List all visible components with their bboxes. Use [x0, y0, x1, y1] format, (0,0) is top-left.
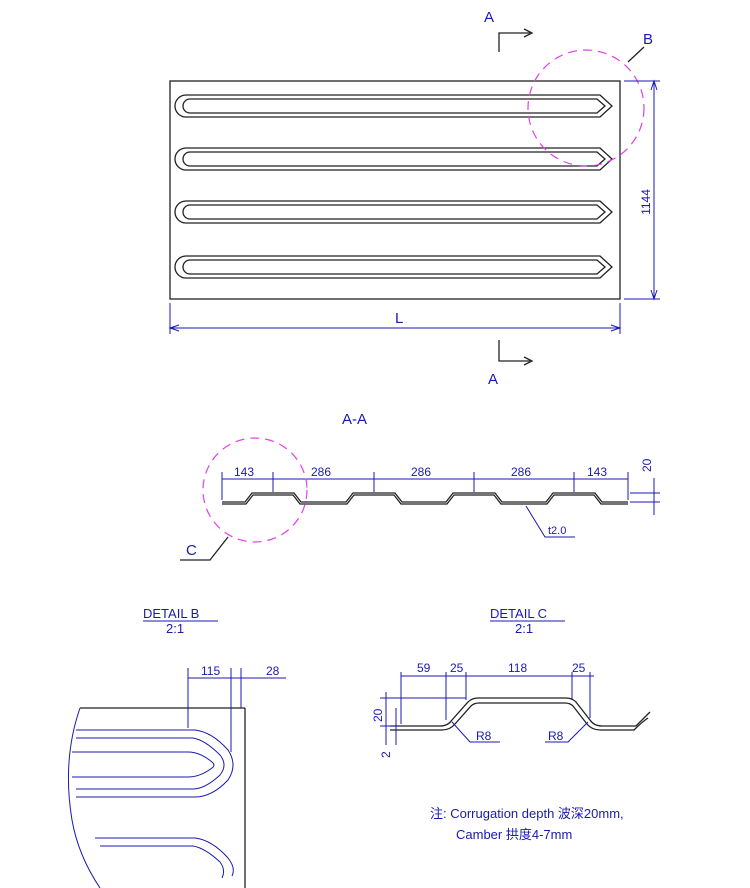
detail-b-marker: B: [643, 31, 653, 48]
detail-c-dim-3: 118: [508, 661, 527, 675]
detail-c-scale: 2:1: [515, 621, 533, 636]
radius-left: R8: [476, 729, 492, 743]
thickness-value: t2.0: [548, 525, 566, 537]
detail-c-depth: 20: [371, 708, 385, 722]
detail-b-title: DETAIL B: [143, 606, 199, 621]
section-marker-bottom: [498, 340, 530, 362]
detail-c-dim-4: 25: [572, 661, 586, 675]
height-value: 1144: [639, 189, 653, 215]
section-depth: 20: [640, 458, 654, 472]
detail-c-leader: [180, 536, 229, 561]
detail-b-dim-a: 115: [201, 664, 220, 678]
section-title: A-A: [342, 411, 367, 428]
corrugation-ribs: [174, 94, 613, 279]
detail-c: DETAIL C 2:1 59 25 118 25 20 2 R8 R8: [371, 606, 651, 758]
rib-4: [174, 255, 613, 279]
detail-c-dim-2: 25: [450, 661, 464, 675]
detail-c-profile: [390, 697, 651, 727]
section-dim-2: 286: [311, 465, 331, 479]
section-view: A-A 143 286 286 286 143 20 t2.0: [180, 411, 660, 561]
top-view: A A B 1144 L: [168, 9, 660, 388]
section-marker-top: [498, 32, 530, 52]
detail-c-thickness: 2: [379, 751, 393, 758]
thickness-leader: [525, 505, 575, 538]
detail-b-dim-b: 28: [266, 664, 280, 678]
length-dimension: L: [168, 303, 622, 334]
detail-b-scale: 2:1: [166, 621, 184, 636]
section-dim-4: 286: [511, 465, 531, 479]
detail-b-leader: [627, 46, 645, 63]
rib-1: [174, 94, 613, 118]
radius-leader-left: [451, 721, 500, 743]
rib-2: [174, 147, 613, 171]
rib-3: [174, 200, 613, 224]
detail-b: DETAIL B 2:1 115 28: [67, 606, 286, 888]
section-dimensions: 143 286 286 286 143 20 t2.0: [221, 458, 660, 538]
detail-c-circle: [202, 437, 308, 543]
detail-c-title: DETAIL C: [490, 606, 547, 621]
radius-leader-right: [545, 721, 589, 743]
section-label-top: A: [484, 9, 494, 26]
panel-outline: [169, 80, 621, 300]
section-label-bottom: A: [488, 371, 498, 388]
section-dim-3: 286: [411, 465, 431, 479]
detail-b-boundary: [67, 707, 101, 888]
corrugated-profile: [222, 492, 628, 503]
note-line-2: Camber 拱度4-7mm: [456, 827, 572, 842]
height-dimension: 1144: [624, 79, 660, 301]
radius-right: R8: [548, 729, 564, 743]
note-line-1: 注: Corrugation depth 波深20mm,: [430, 806, 624, 821]
detail-b-circle: [527, 49, 645, 167]
section-dim-5: 143: [587, 465, 607, 479]
section-dim-1: 143: [234, 465, 254, 479]
detail-c-marker: C: [186, 542, 197, 559]
detail-c-dim-1: 59: [417, 661, 431, 675]
length-value: L: [395, 310, 403, 327]
